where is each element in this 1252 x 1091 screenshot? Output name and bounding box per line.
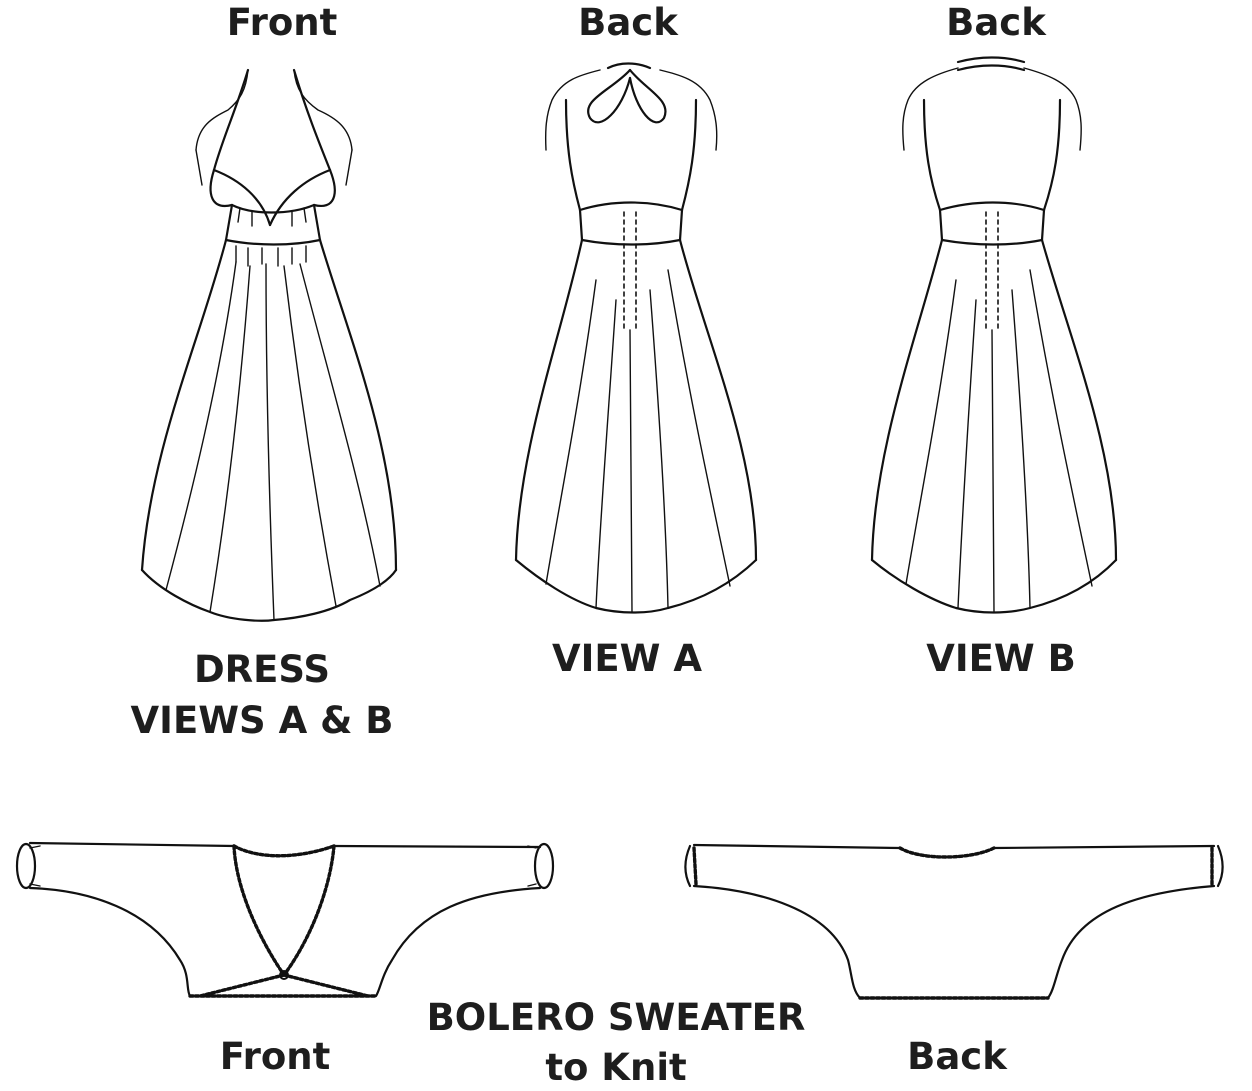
- dress-caption-line1: DRESS: [193, 648, 331, 691]
- bolero-front-label: Front: [219, 1035, 331, 1078]
- dress-caption-line2: VIEWS A & B: [130, 699, 394, 742]
- dress-front-heading: Front: [226, 1, 338, 44]
- view-b-caption: VIEW B: [926, 637, 1076, 680]
- view-b-back-heading: Back: [946, 1, 1046, 44]
- view-a-back-heading: Back: [578, 1, 678, 44]
- view-a-back-drawing: [514, 62, 758, 614]
- bolero-caption-line2: to Knit: [545, 1046, 687, 1089]
- dress-front-drawing: [140, 68, 398, 622]
- bolero-back-label: Back: [907, 1035, 1007, 1078]
- bolero-front-drawing: [15, 841, 555, 998]
- bolero-back-drawing: [684, 843, 1224, 1000]
- view-b-back-drawing: [870, 56, 1118, 614]
- view-a-caption: VIEW A: [551, 637, 702, 680]
- bolero-caption-line1: BOLERO SWEATER: [426, 996, 806, 1039]
